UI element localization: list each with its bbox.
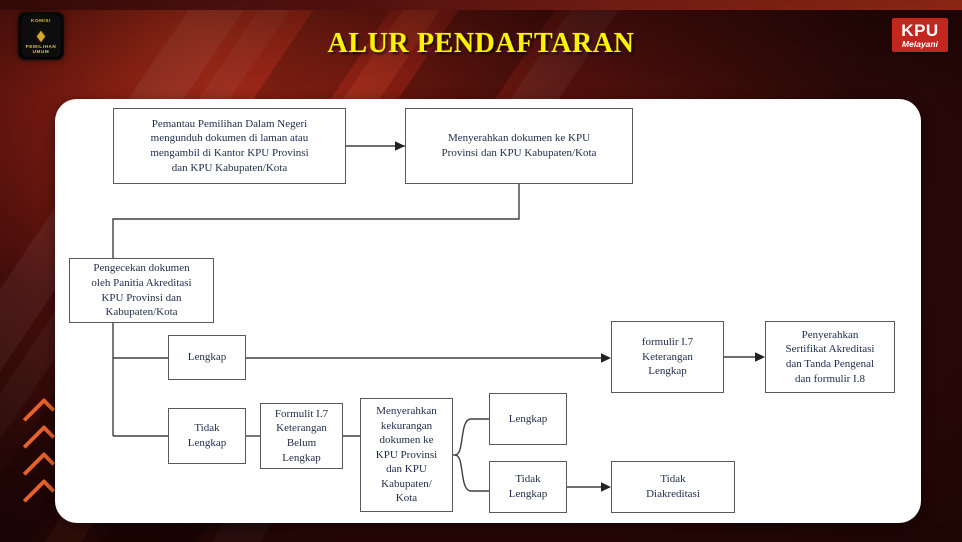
- chevron-up-icon: [22, 478, 56, 512]
- arrowhead: [395, 141, 405, 151]
- chevron-up-icon: [22, 424, 56, 458]
- node-lengkap-kekurangan[interactable]: Lengkap: [489, 393, 567, 445]
- node-tidak-lengkap-utama[interactable]: Tidak Lengkap: [168, 408, 246, 464]
- node-pengecekan-dokumen[interactable]: Pengecekan dokumen oleh Panitia Akredita…: [69, 258, 214, 323]
- node-tidak-lengkap-kekurangan[interactable]: Tidak Lengkap: [489, 461, 567, 513]
- kpu-emblem: KOMISI ♦ PEMILIHAN UMUM: [18, 12, 64, 60]
- emblem-top-text: KOMISI: [31, 18, 51, 23]
- node-formulit-belum-lengkap[interactable]: Formulit I.7 Keterangan Belum Lengkap: [260, 403, 343, 469]
- node-menyerahkan-dokumen[interactable]: Menyerahkan dokumen ke KPU Provinsi dan …: [405, 108, 633, 184]
- node-lengkap-utama[interactable]: Lengkap: [168, 335, 246, 380]
- top-accent-bar: [0, 0, 962, 10]
- top-shade: [0, 0, 962, 96]
- emblem-ring: KOMISI ♦ PEMILIHAN UMUM: [21, 15, 61, 57]
- flowchart-canvas: Pemantau Pemilihan Dalam Negeri mengundu…: [55, 99, 921, 523]
- node-tidak-diakreditasi[interactable]: Tidak Diakreditasi: [611, 461, 735, 513]
- kpu-logo-line2: Melayani: [902, 38, 938, 49]
- connector-brace-upper: [454, 418, 472, 456]
- kpu-melayani-logo: KPU Melayani: [892, 18, 948, 52]
- arrowhead: [601, 482, 611, 492]
- node-penyerahkan-sertifikat[interactable]: Penyerahkan Sertifikat Akreditasi dan Ta…: [765, 321, 895, 393]
- connector-brace-lower: [454, 454, 472, 492]
- kpu-logo-line1: KPU: [901, 20, 939, 40]
- node-formulir-keterangan-lengkap[interactable]: formulir I.7 Keterangan Lengkap: [611, 321, 724, 393]
- flowchart-connectors: [112, 141, 765, 492]
- connector-menyerahkan-to-pengecekan: [112, 184, 520, 258]
- node-unduh-dokumen[interactable]: Pemantau Pemilihan Dalam Negeri mengundu…: [113, 108, 346, 184]
- garuda-icon: ♦: [36, 25, 46, 47]
- emblem-bottom-text: PEMILIHAN UMUM: [25, 44, 57, 54]
- node-menyerahkan-kekurangan[interactable]: Menyerahkan kekurangan dokumen ke KPU Pr…: [360, 398, 453, 512]
- chevron-up-icon: [22, 451, 56, 485]
- arrowhead: [601, 353, 611, 363]
- arrowhead: [755, 352, 765, 362]
- page-title: ALUR PENDAFTARAN: [327, 28, 635, 59]
